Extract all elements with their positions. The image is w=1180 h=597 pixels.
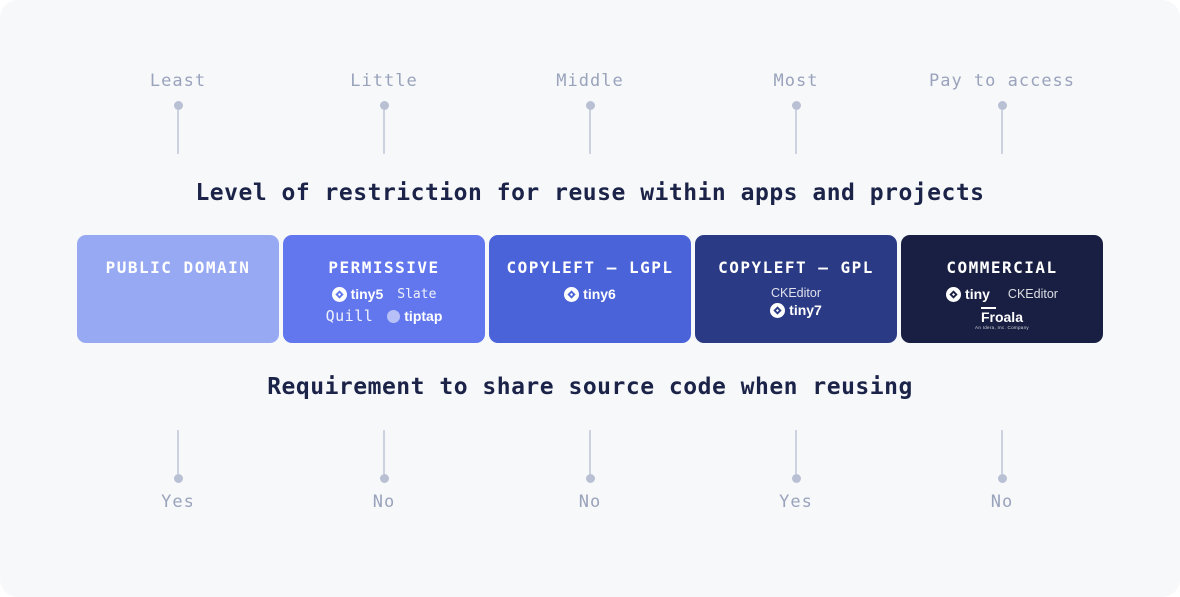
- pin-dot: [379, 101, 389, 110]
- axis-label: Yes: [161, 492, 195, 512]
- pin-stem: [383, 430, 385, 474]
- axis-marker-middle: Middle: [489, 70, 691, 154]
- axis-label: No: [372, 492, 396, 512]
- pin-stem: [589, 110, 591, 154]
- card-permissive: PERMISSIVE tiny5 Slate Quill tiptap: [283, 235, 485, 343]
- card-copyleft-lgpl: COPYLEFT – LGPL tiny6: [489, 235, 691, 343]
- license-cards-row: PUBLIC DOMAIN PERMISSIVE tiny5 Slate Qui…: [77, 235, 1103, 343]
- pin-dot: [997, 101, 1007, 110]
- pin-stem: [177, 430, 179, 474]
- pin-dot: [379, 474, 389, 483]
- tiptap-logo: tiptap: [387, 308, 442, 324]
- card-title: COMMERCIAL: [946, 258, 1058, 277]
- ckeditor-logo: CKEditor: [1007, 287, 1058, 301]
- restriction-axis: Least Little Middle Most Pay to access: [77, 70, 1103, 154]
- axis-label: No: [990, 492, 1014, 512]
- share-source-axis: Yes No No Yes No: [77, 430, 1103, 513]
- axis-marker-no-1: No: [283, 430, 485, 513]
- tiny6-label: tiny6: [583, 286, 616, 302]
- slate-logo: Slate: [397, 286, 437, 302]
- axis-marker-least: Least: [77, 70, 279, 154]
- card-title: PERMISSIVE: [328, 258, 440, 277]
- tiny7-logo: tiny7: [770, 302, 822, 318]
- pin-stem: [589, 430, 591, 474]
- pin-stem: [177, 110, 179, 154]
- pin-dot: [585, 101, 595, 110]
- axis-marker-no-2: No: [489, 430, 691, 513]
- pin-dot: [791, 101, 801, 110]
- axis-label: Least: [149, 71, 207, 91]
- axis-marker-little: Little: [283, 70, 485, 154]
- axis-marker-most: Most: [695, 70, 897, 154]
- axis-marker-yes-1: Yes: [77, 430, 279, 513]
- quill-logo: Quill: [325, 307, 374, 325]
- tiny-icon: [564, 286, 580, 302]
- tiny-icon: [770, 302, 786, 318]
- froala-label: Froala: [980, 307, 1023, 325]
- tiptap-icon: [387, 309, 401, 323]
- restriction-heading: Level of restriction for reuse within ap…: [195, 180, 985, 206]
- pin-stem: [1001, 110, 1003, 154]
- axis-marker-yes-2: Yes: [695, 430, 897, 513]
- froala-logo: Froala An Idera, Inc. Company: [975, 307, 1029, 330]
- pin-dot: [173, 101, 183, 110]
- ckeditor-logo: CKEditor: [770, 286, 822, 300]
- pin-stem: [795, 430, 797, 474]
- card-public-domain: PUBLIC DOMAIN: [77, 235, 279, 343]
- card-title: PUBLIC DOMAIN: [105, 258, 251, 277]
- tiny-logo: tiny: [946, 286, 990, 302]
- axis-label: No: [578, 492, 602, 512]
- axis-label: Little: [350, 71, 418, 91]
- tiny5-label: tiny5: [350, 286, 384, 302]
- card-copyleft-gpl: COPYLEFT – GPL CKEditor tiny7: [695, 235, 897, 343]
- axis-label: Yes: [779, 492, 813, 512]
- card-title: COPYLEFT – LGPL: [506, 258, 674, 277]
- axis-marker-pay: Pay to access: [901, 70, 1103, 154]
- pin-stem: [795, 110, 797, 154]
- axis-label: Pay to access: [928, 71, 1076, 91]
- pin-stem: [383, 110, 385, 154]
- axis-label: Middle: [556, 71, 624, 91]
- tiny-icon: [331, 286, 347, 302]
- tiny6-logo: tiny6: [564, 286, 616, 302]
- card-title: COPYLEFT – GPL: [718, 258, 874, 277]
- tiny-label: tiny: [965, 286, 990, 302]
- tiptap-label: tiptap: [404, 308, 443, 324]
- tiny-icon: [946, 286, 962, 302]
- share-source-heading: Requirement to share source code when re…: [267, 374, 913, 400]
- card-commercial: COMMERCIAL tiny CKEditor Froala An Idera…: [901, 235, 1103, 343]
- pin-stem: [1001, 430, 1003, 474]
- tiny5-logo: tiny5: [331, 286, 384, 302]
- froala-subtext: An Idera, Inc. Company: [975, 325, 1029, 330]
- axis-marker-no-3: No: [901, 430, 1103, 513]
- pin-dot: [585, 474, 595, 483]
- tiny7-label: tiny7: [789, 302, 822, 318]
- pin-dot: [997, 474, 1007, 483]
- pin-dot: [173, 474, 183, 483]
- pin-dot: [791, 474, 801, 483]
- axis-label: Most: [773, 71, 819, 91]
